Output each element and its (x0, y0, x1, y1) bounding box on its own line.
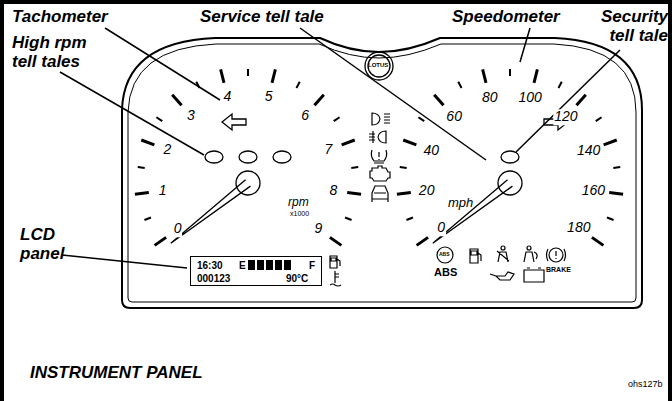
scale-tick (351, 166, 358, 169)
scale-tick (144, 217, 151, 220)
callout-label: Tachometer (12, 8, 108, 27)
scale-number: 8 (328, 183, 338, 198)
panel-marking: ABS (434, 266, 457, 278)
scale-tick (509, 69, 511, 76)
scale-tick (347, 193, 361, 195)
scale-number: 160 (581, 183, 606, 198)
scale-number: 180 (566, 220, 591, 235)
scale-number: 2 (163, 142, 173, 157)
scale-number: 100 (517, 91, 542, 106)
scale-number: 1 (158, 183, 168, 198)
callout-label: LCD panel (20, 226, 76, 263)
panel-marking: ABS (439, 252, 450, 258)
scale-tick (330, 237, 341, 245)
lcd-readout: F (309, 260, 315, 271)
lcd-readout: 16:30 (197, 260, 223, 271)
panel-marking: LOTUS (368, 62, 388, 69)
scale-number: 9 (314, 222, 324, 237)
scale-tick (221, 69, 224, 83)
scale-tick (609, 193, 623, 195)
scale-number: 7 (324, 142, 334, 157)
scale-tick (483, 69, 486, 83)
scale-tick (434, 95, 443, 105)
scale-tick (296, 82, 299, 88)
scale-tick (607, 217, 614, 220)
scale-tick (155, 237, 166, 245)
scale-number: 140 (576, 143, 601, 158)
callout-label: Security tell tale (586, 8, 668, 45)
callout-label: Speedometer (452, 8, 560, 27)
scale-number: 3 (186, 108, 196, 123)
scale-tick (172, 95, 181, 105)
scale-tick (406, 217, 413, 220)
scale-tick (272, 69, 275, 83)
panel-marking: ohs127b (628, 380, 663, 390)
callout-label: Service tell tale (200, 8, 324, 27)
scale-tick (592, 237, 603, 245)
scale-tick (314, 95, 323, 105)
figure-title: INSTRUMENT PANEL (30, 364, 203, 383)
cluster-outline (122, 38, 642, 308)
panel-marking: x1000 (290, 210, 309, 218)
panel-marking: mph (448, 196, 473, 210)
cluster-inner-outline (128, 44, 636, 302)
scale-tick (400, 166, 407, 169)
scale-tick (417, 237, 428, 245)
scale-number: 0 (173, 222, 183, 237)
callout-label: High rpm tell tales (12, 34, 104, 71)
scale-tick (596, 117, 602, 121)
scale-tick (135, 193, 149, 195)
lcd-readout: 90°C (286, 273, 308, 284)
scale-number: 40 (423, 143, 441, 158)
scale-number: 6 (300, 108, 310, 123)
tell-tales (205, 52, 568, 195)
lcd-readout: 000123 (197, 273, 230, 284)
scale-number: 80 (481, 91, 499, 106)
leader-lines (60, 28, 620, 268)
scale-tick (397, 193, 411, 195)
scale-tick (558, 82, 561, 88)
scale-tick (534, 69, 537, 83)
scale-tick (604, 140, 617, 145)
scale-tick (141, 140, 154, 145)
scale-number: 5 (264, 89, 274, 104)
scale-tick (138, 166, 145, 169)
scale-number: 20 (418, 183, 436, 198)
scale-number: 4 (222, 89, 232, 104)
scale-number: 0 (436, 220, 446, 235)
scale-tick (334, 117, 340, 121)
scale-tick (458, 82, 461, 88)
scale-tick (345, 217, 352, 220)
scale-tick (156, 117, 162, 121)
scale-tick (247, 69, 249, 76)
panel-marking: BRAKE (546, 266, 571, 274)
lcd-readout: E (239, 260, 246, 271)
scale-tick (418, 117, 424, 121)
scale-number: 60 (445, 110, 463, 125)
scale-tick (342, 140, 355, 145)
gauge-scales (135, 69, 623, 245)
lcd-display: 16:30 E F 000123 90°C (190, 256, 322, 286)
scale-number: 120 (553, 110, 578, 125)
scale-tick (613, 166, 620, 169)
scale-tick (403, 140, 416, 145)
panel-marking: rpm (288, 196, 309, 209)
scale-tick (576, 95, 585, 105)
fuel-gauge-bar (248, 260, 291, 270)
